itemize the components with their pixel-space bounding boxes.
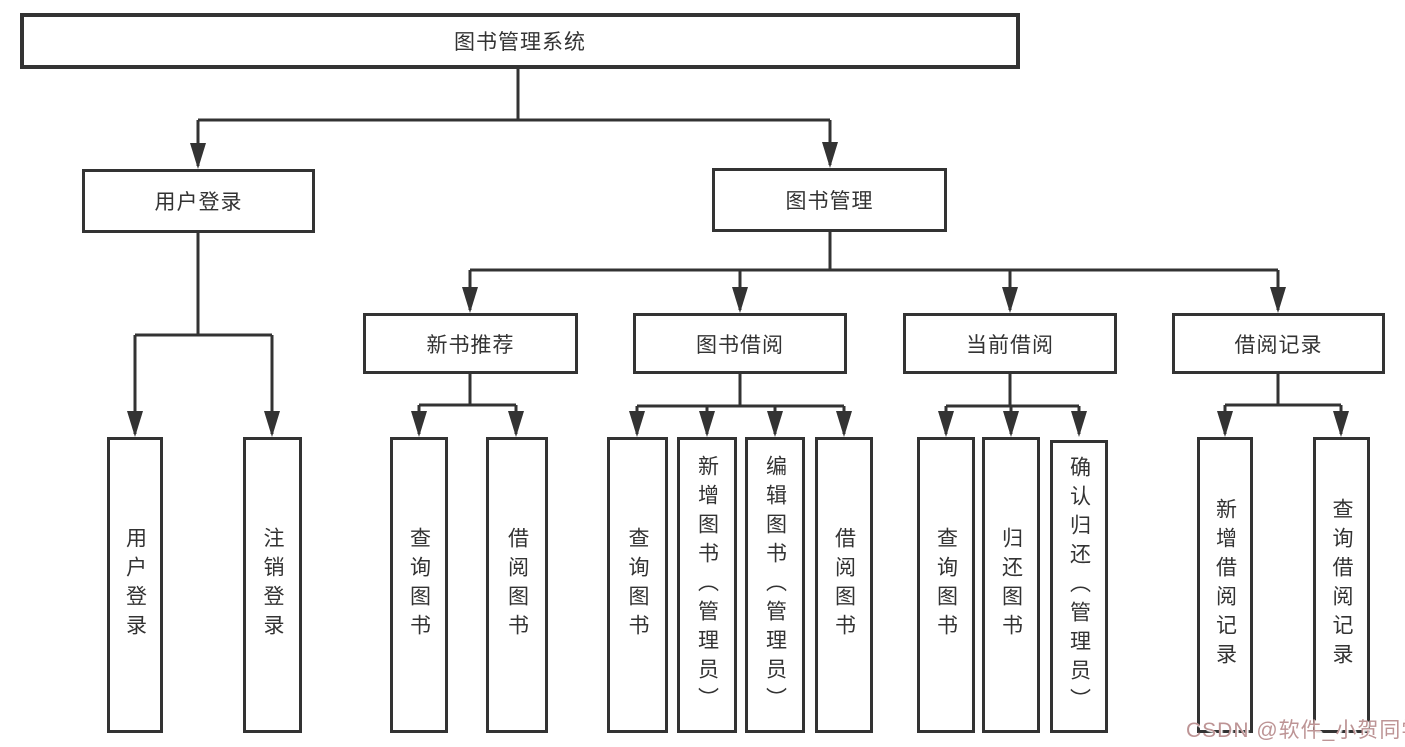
node-borrowing-records: 借阅记录 [1172, 313, 1385, 374]
leaf-label: 归还图书 [999, 527, 1023, 643]
leaf-nbr-query-books: 查询图书 [390, 437, 448, 733]
connector-root [198, 69, 830, 122]
node-label: 借阅记录 [1234, 333, 1323, 357]
node-label: 图书管理 [785, 190, 874, 213]
node-library-system: 图书管理系统 [20, 13, 1020, 69]
node-label: 图书管理系统 [454, 31, 586, 54]
node-label: 图书借阅 [696, 333, 784, 357]
leaf-label: 注销登录 [261, 527, 285, 643]
leaf-br-add-record: 新增借阅记录 [1197, 437, 1253, 733]
node-user-login: 用户登录 [82, 169, 315, 233]
connector-book-borrow [637, 374, 844, 408]
node-new-book-recommend: 新书推荐 [363, 313, 578, 374]
leaf-bb-add-book-admin: 新增图书（管理员） [677, 437, 737, 733]
leaf-bb-query-books: 查询图书 [607, 437, 668, 733]
leaf-logout: 注销登录 [243, 437, 302, 733]
node-book-borrowing: 图书借阅 [633, 313, 847, 374]
leaf-user-login: 用户登录 [107, 437, 163, 733]
node-book-management: 图书管理 [712, 168, 947, 232]
leaf-bb-borrow-books: 借阅图书 [815, 437, 873, 733]
connector-user-login [135, 233, 272, 337]
connector-current-borrow [946, 374, 1079, 408]
leaf-label: 新增借阅记录 [1213, 498, 1237, 672]
leaf-label: 查询借阅记录 [1330, 498, 1354, 672]
node-label: 当前借阅 [966, 333, 1054, 357]
leaf-cb-query-books: 查询图书 [917, 437, 975, 733]
leaf-label: 新增图书（管理员） [695, 454, 719, 716]
leaf-label: 查询图书 [407, 527, 431, 643]
leaf-nbr-borrow-books: 借阅图书 [486, 437, 548, 733]
leaf-label: 用户登录 [123, 527, 147, 643]
leaf-label: 查询图书 [934, 527, 958, 643]
leaf-label: 借阅图书 [505, 527, 529, 643]
leaf-label: 查询图书 [626, 527, 650, 643]
leaf-br-query-record: 查询借阅记录 [1313, 437, 1370, 733]
leaf-label: 确认归还（管理员） [1067, 456, 1091, 717]
connector-new-book [419, 374, 516, 407]
watermark-text: CSDN @软件_小贺同学 [1186, 719, 1405, 742]
leaf-label: 借阅图书 [832, 527, 856, 643]
leaf-cb-confirm-return-admin: 确认归还（管理员） [1050, 440, 1108, 733]
node-label: 用户登录 [154, 191, 243, 214]
node-label: 新书推荐 [426, 333, 515, 357]
leaf-cb-return-books: 归还图书 [982, 437, 1040, 733]
connector-borrow-records [1225, 374, 1341, 407]
node-current-borrowing: 当前借阅 [903, 313, 1117, 374]
connector-book-mgmt [470, 232, 1278, 272]
leaf-bb-edit-book-admin: 编辑图书（管理员） [745, 437, 805, 733]
leaf-label: 编辑图书（管理员） [763, 454, 787, 716]
